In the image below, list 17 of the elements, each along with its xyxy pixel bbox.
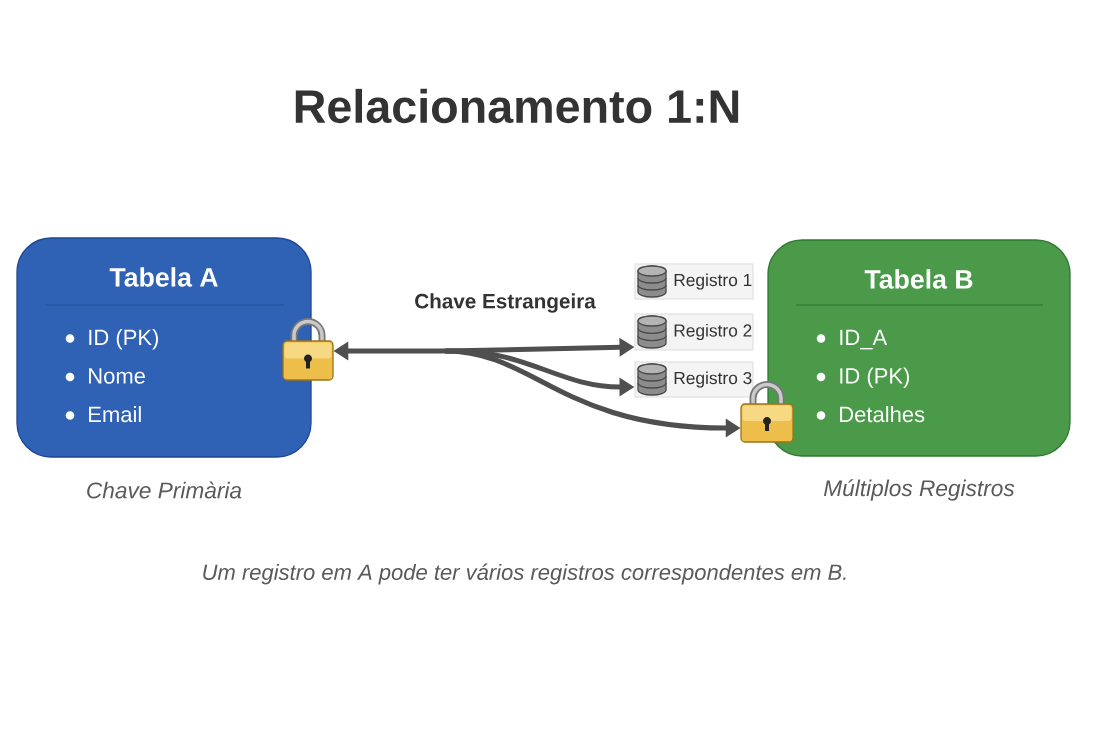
table-heading: Tabela B xyxy=(864,269,973,289)
caption: Um registro em A pode ter vários registros correspondentes em B. xyxy=(203,563,846,585)
list-item: ID (PK) xyxy=(840,367,909,389)
list-item: Email xyxy=(89,406,141,423)
caption-text: Chave Primària xyxy=(87,481,242,499)
record-box: Registro 2 xyxy=(634,313,754,351)
caption-text: Múltiplos Registros xyxy=(823,479,1015,501)
list-item: ID (PK) xyxy=(89,329,158,350)
record-box: Registro 3 xyxy=(634,361,754,398)
title: Relacionamento 1:N xyxy=(295,88,739,124)
padlock-icon xyxy=(282,318,334,381)
edge-label: Chave Estrangeira xyxy=(415,293,596,313)
record-box: Registro 1 xyxy=(634,263,754,300)
list-item: Nome xyxy=(89,368,145,384)
table-heading: Tabela A xyxy=(109,267,218,287)
list-item: ID_A xyxy=(840,329,888,350)
list-item: Detalhes xyxy=(840,406,925,423)
